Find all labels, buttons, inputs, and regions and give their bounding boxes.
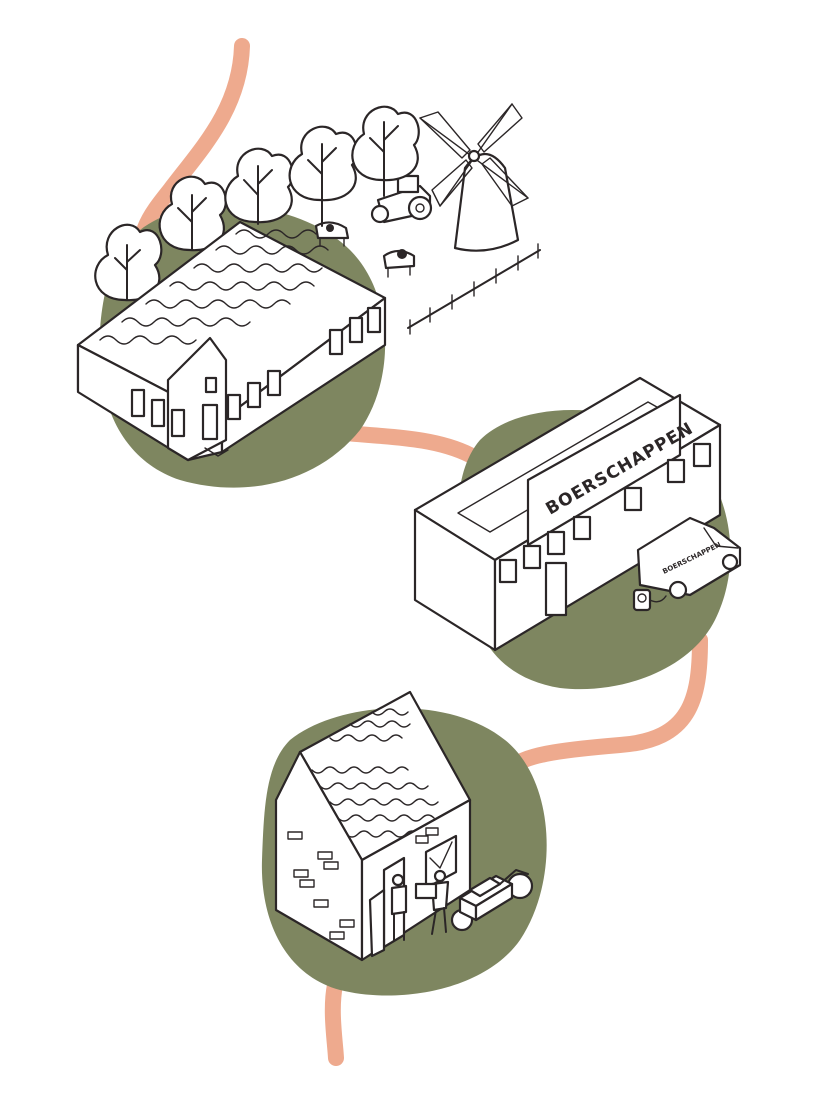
windmill-icon [419, 103, 529, 252]
distribution-center-icon: BOERSCHAPPEN [413, 376, 722, 652]
tree-icon [94, 223, 163, 302]
delivery-van-icon: BOERSCHAPPEN [636, 516, 742, 600]
farmhouse-icon [76, 220, 387, 462]
customer-icon [390, 873, 408, 941]
home-icon [274, 690, 472, 962]
cow-icon [382, 249, 416, 278]
tree-icon [224, 147, 294, 225]
fence-icon [407, 243, 541, 335]
cargo-bike-icon [450, 869, 534, 932]
cow-icon [314, 221, 350, 247]
tractor-icon [370, 174, 433, 224]
tree-icon [288, 125, 358, 227]
tree-icon [158, 175, 227, 252]
tree-icon [351, 105, 420, 197]
charging-station-icon [632, 588, 667, 612]
delivery-person-icon [414, 869, 450, 935]
